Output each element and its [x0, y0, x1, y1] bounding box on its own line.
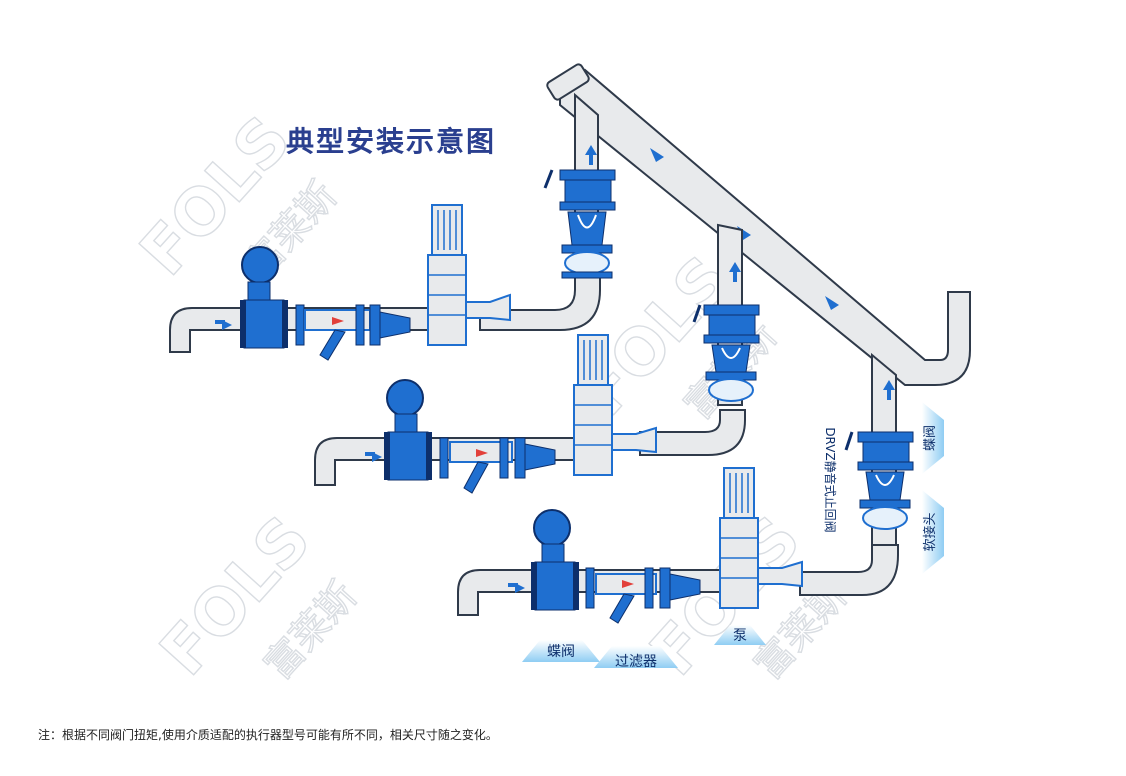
label-check-valve: DRVZ静音式止回阀 [823, 427, 838, 532]
tag-filter: 过滤器 [594, 646, 678, 670]
tag-butterfly-valve-right: 蝶阀 [922, 402, 944, 474]
riser-2 [639, 223, 760, 456]
label-pump: 泵 [733, 628, 747, 644]
flow-arrow-up-1 [585, 145, 597, 165]
butterfly-valve-1 [564, 179, 612, 203]
line-1 [169, 204, 511, 361]
flowmeter-head-2 [386, 379, 424, 417]
pipe-end-cap [546, 63, 590, 101]
flow-arrow-red-3 [622, 580, 634, 588]
diagram-title: 典型安装示意图 [286, 125, 497, 158]
header-pipe [546, 63, 971, 386]
flow-arrow-up-3 [883, 380, 895, 400]
pump-motor-3 [723, 467, 755, 519]
flowmeter-body-2 [387, 431, 429, 481]
butterfly-valve-2 [708, 314, 756, 336]
riser-3 [799, 352, 914, 596]
butterfly-valve-3 [862, 441, 910, 463]
label-filter: 过滤器 [615, 654, 657, 670]
pump-motor-1 [431, 204, 463, 256]
soft-joint-3 [862, 506, 908, 530]
tag-butterfly-valve-bottom: 蝶阀 [522, 640, 600, 662]
soft-joint-2 [708, 378, 754, 402]
flowmeter-head-3 [533, 509, 571, 547]
pump-body-2 [573, 384, 613, 476]
label-soft-joint: 软接头 [922, 512, 938, 551]
flow-arrow-red-1 [332, 317, 344, 325]
tag-soft-joint: 软接头 [922, 490, 944, 574]
flowmeter-body-1 [243, 299, 285, 349]
label-butterfly-valve-right: 蝶阀 [923, 425, 938, 451]
flow-arrow-red-2 [476, 449, 488, 457]
pump-motor-2 [577, 334, 609, 386]
footnote: 注：根据不同阀门扭矩,使用介质适配的执行器型号可能有所不同，相关尺寸随之变化。 [38, 728, 498, 742]
soft-joint-1 [564, 251, 610, 275]
label-butterfly-valve-bottom: 蝶阀 [547, 644, 575, 660]
pump-body-3 [719, 517, 759, 609]
riser-1 [479, 92, 616, 331]
pump-body-1 [427, 254, 467, 346]
line-2 [314, 334, 657, 494]
tag-pump: 泵 [714, 625, 766, 645]
tag-check-valve: DRVZ静音式止回阀 [823, 427, 838, 532]
flowmeter-head-1 [241, 246, 279, 284]
flowmeter-body-3 [534, 561, 576, 611]
flow-arrow-up-2 [729, 262, 741, 282]
line-3 [457, 467, 803, 624]
